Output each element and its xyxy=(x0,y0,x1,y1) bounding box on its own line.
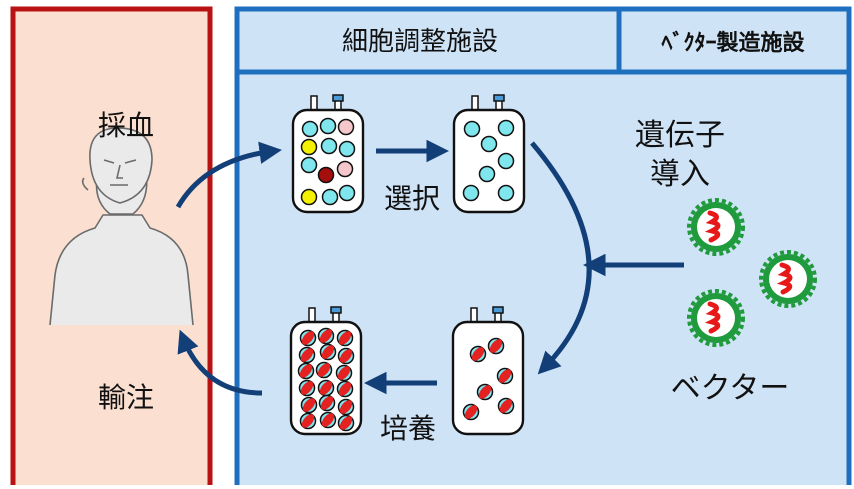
cell-culture-bag-icon xyxy=(291,94,365,214)
person-silhouette-icon xyxy=(49,127,194,326)
gene-transfer-label-line1: 遺伝子 xyxy=(635,118,725,153)
viral-vector-icon xyxy=(687,198,745,256)
blood-collection-label: 採血 xyxy=(98,109,154,142)
infusion-arrow xyxy=(177,329,263,396)
blood-collection-arrow xyxy=(175,141,282,209)
viral-vector-icon xyxy=(687,289,745,347)
infusion-label: 輸注 xyxy=(98,381,154,414)
cell-culture-bag-icon xyxy=(289,306,363,436)
cell-facility-header xyxy=(240,12,616,69)
vector-facility-header xyxy=(622,12,846,69)
selection-label: 選択 xyxy=(384,182,440,215)
cell-culture-bag-icon xyxy=(451,306,525,436)
cell-facility-title: 細胞調整施設 xyxy=(342,27,498,57)
vector-facility-title: ﾍﾞｸﾀｰ製造施設 xyxy=(660,30,805,56)
gene-transfer-label-line2: 導入 xyxy=(650,157,710,192)
viral-vector-icon xyxy=(759,250,817,308)
cell-culture-bag-icon xyxy=(452,94,526,214)
culture-label: 培養 xyxy=(380,412,436,445)
vector-label: ベクター xyxy=(671,371,790,406)
